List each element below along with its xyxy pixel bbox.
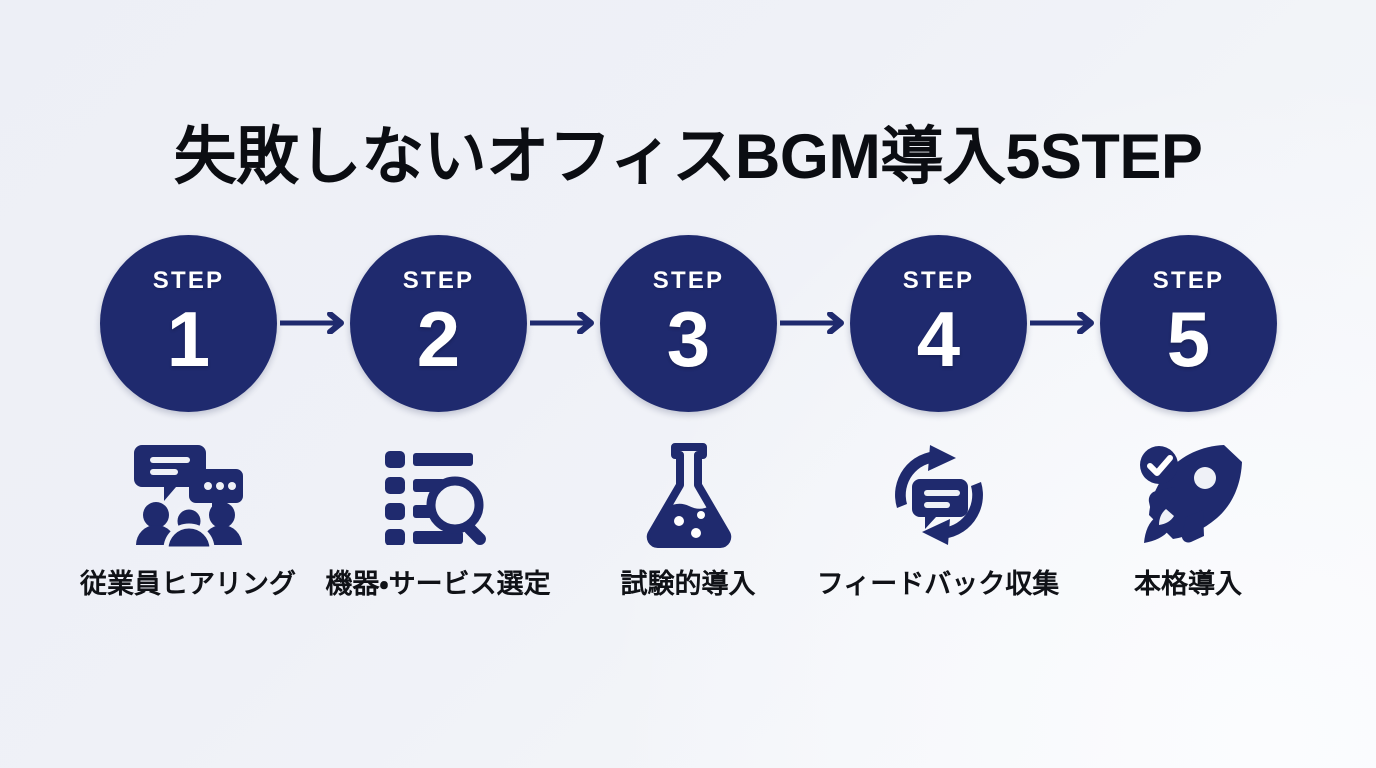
step-node-2[interactable]: STEP 2 xyxy=(350,235,527,412)
step-node-5[interactable]: STEP 5 xyxy=(1100,235,1277,412)
step-node-4[interactable]: STEP 4 xyxy=(850,235,1027,412)
icon-cell-5 xyxy=(1100,440,1277,550)
step-word-5: STEP xyxy=(1152,266,1225,294)
flask-icon xyxy=(646,443,731,548)
step-circle-4[interactable]: STEP 4 xyxy=(850,235,1027,412)
list-magnifier-icon xyxy=(384,451,486,545)
arrow-4-to-5 xyxy=(1030,312,1104,334)
arrow-right-icon xyxy=(780,312,844,334)
step-circle-3[interactable]: STEP 3 xyxy=(600,235,777,412)
feedback-loop-speech-bubble-icon xyxy=(894,445,983,545)
step-label-4: フィードバック収集 xyxy=(816,569,1060,599)
step-number-3: 3 xyxy=(666,294,711,383)
step-number-4: 4 xyxy=(916,294,961,383)
step-circles-row: STEP 1 STEP 2 STEP 3 xyxy=(100,235,1277,415)
arrow-3-to-4 xyxy=(780,312,854,334)
step-node-3[interactable]: STEP 3 xyxy=(600,235,777,412)
step-labels-row: 従業員ヒアリング 機器・サービス選定 試験的導入 フィードバック収集 本格導入 xyxy=(0,568,1376,612)
step-number-2: 2 xyxy=(416,294,461,383)
arrow-right-icon xyxy=(530,312,594,334)
step-circle-2[interactable]: STEP 2 xyxy=(350,235,527,412)
step-icons-row xyxy=(100,440,1276,550)
step-label-3: 試験的導入 xyxy=(620,569,756,599)
step-node-1[interactable]: STEP 1 xyxy=(100,235,277,412)
icon-cell-3 xyxy=(600,440,777,550)
arrow-2-to-3 xyxy=(530,312,604,334)
step-number-5: 5 xyxy=(1166,294,1211,383)
arrow-right-icon xyxy=(280,312,344,334)
step-word-4: STEP xyxy=(902,266,975,294)
rocket-check-icon xyxy=(1139,445,1242,543)
icon-cell-1 xyxy=(100,440,277,550)
title-container: 失敗しないオフィスBGM導入5STEP xyxy=(0,82,1376,233)
arrow-right-icon xyxy=(1030,312,1094,334)
icon-cell-4 xyxy=(850,440,1027,550)
step-word-2: STEP xyxy=(402,266,475,294)
page-title: 失敗しないオフィスBGM導入5STEP xyxy=(173,122,1203,193)
arrow-1-to-2 xyxy=(280,312,354,334)
icon-cell-2 xyxy=(350,440,527,550)
step-label-5: 本格導入 xyxy=(1134,569,1242,599)
step-number-1: 1 xyxy=(166,294,211,383)
step-circle-1[interactable]: STEP 1 xyxy=(100,235,277,412)
people-speech-bubbles-icon xyxy=(133,445,243,549)
step-word-1: STEP xyxy=(152,266,225,294)
step-circle-5[interactable]: STEP 5 xyxy=(1100,235,1277,412)
step-word-3: STEP xyxy=(652,266,725,294)
step-label-2: 機器・サービス選定 xyxy=(325,569,551,599)
step-label-1: 従業員ヒアリング xyxy=(80,569,296,599)
